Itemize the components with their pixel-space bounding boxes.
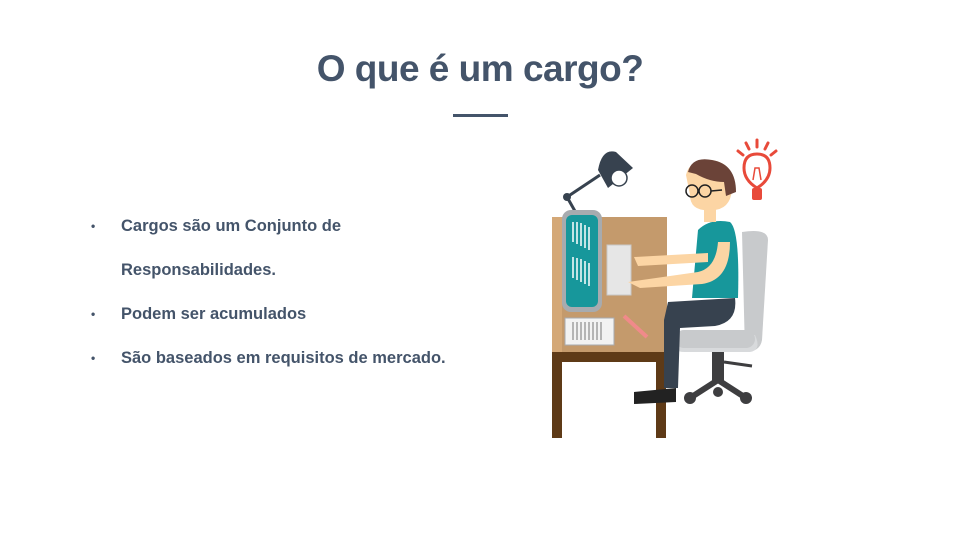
desk-lamp-icon <box>563 151 633 221</box>
bullet-icon: • <box>91 307 96 321</box>
bullet-list: • Cargos são um Conjunto de Responsabili… <box>88 204 446 380</box>
title-underline <box>453 114 508 117</box>
monitor-icon <box>562 210 602 312</box>
bullet-icon: • <box>91 351 96 365</box>
slide-title: O que é um cargo? <box>316 48 644 89</box>
bullet-item: • Cargos são um Conjunto de Responsabili… <box>88 204 446 292</box>
office-chair-icon <box>673 231 768 404</box>
bullet-item: • São baseados em requisitos de mercado. <box>88 336 446 380</box>
bullet-text: São baseados em requisitos de mercado. <box>121 349 446 367</box>
bullet-icon: • <box>91 219 96 233</box>
pencil-icon <box>622 314 649 339</box>
book-icon <box>564 317 615 346</box>
person-at-desk-illustration <box>552 138 778 438</box>
bullet-text: Responsabilidades. <box>121 261 276 279</box>
person-icon <box>628 159 739 404</box>
bullet-text: Cargos são um Conjunto de <box>121 217 342 235</box>
bullet-item: • Podem ser acumulados <box>88 292 446 336</box>
bullet-text: Podem ser acumulados <box>121 305 307 323</box>
lightbulb-icon <box>736 138 778 200</box>
keyboard-icon <box>606 244 632 296</box>
